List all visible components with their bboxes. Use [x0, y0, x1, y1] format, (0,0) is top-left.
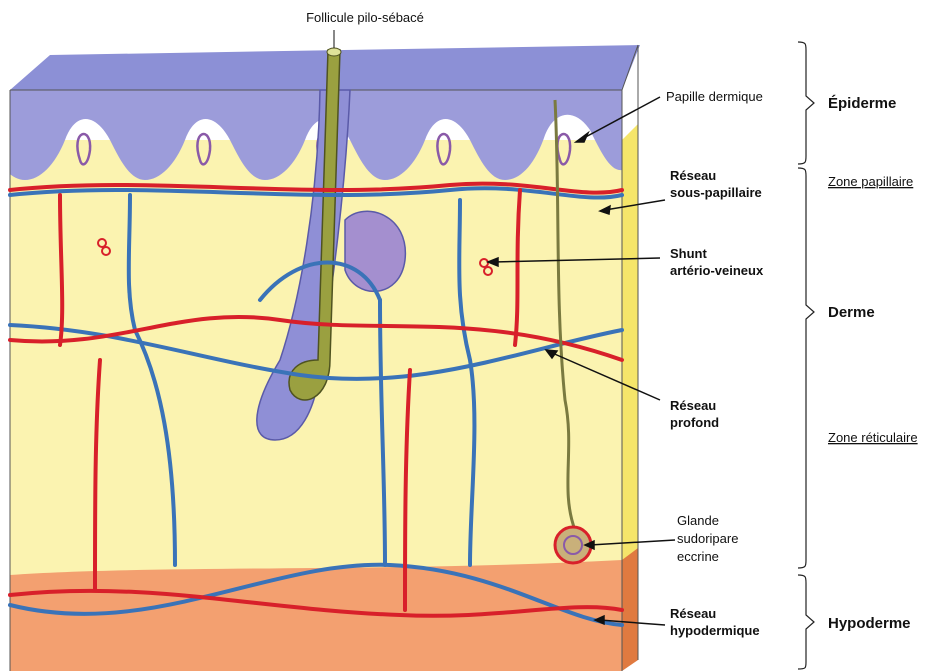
label-deep-1: Réseau	[670, 398, 716, 413]
label-deep-2: profond	[670, 415, 719, 430]
dermis-side-face	[622, 124, 638, 575]
label-shunt-1: Shunt	[670, 246, 707, 261]
label-epidermis: Épiderme	[828, 95, 896, 112]
vertical-artery	[60, 195, 62, 345]
label-subpapillary-2: sous-papillaire	[670, 185, 762, 200]
hypodermis-side-face	[622, 548, 638, 671]
hypodermis-layer	[10, 560, 622, 671]
label-papillary-zone: Zone papillaire	[828, 174, 913, 189]
label-follicle: Follicule pilo-sébacé	[306, 10, 424, 25]
label-dermis: Derme	[828, 304, 875, 321]
label-gland-3: eccrine	[677, 549, 719, 564]
label-shunt-2: artério-veineux	[670, 263, 764, 278]
label-subpapillary-1: Réseau	[670, 168, 716, 183]
label-hypodermic-2: hypodermique	[670, 623, 760, 638]
label-hypodermis: Hypoderme	[828, 615, 911, 632]
epidermis-top-face	[10, 45, 640, 90]
label-gland-1: Glande	[677, 513, 719, 528]
label-dermal-papilla: Papille dermique	[666, 89, 763, 104]
layer-brackets	[798, 42, 814, 669]
hair-tip	[327, 48, 341, 56]
label-hypodermic-1: Réseau	[670, 606, 716, 621]
label-gland-2: sudoripare	[677, 531, 738, 546]
label-reticular-zone: Zone réticulaire	[828, 430, 918, 445]
